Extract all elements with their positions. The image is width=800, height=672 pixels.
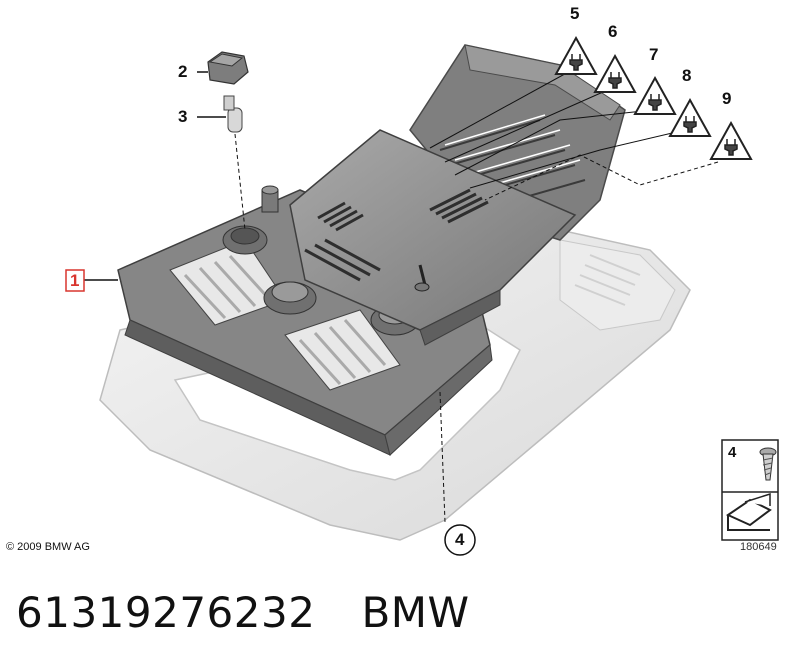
legend-number: 4 <box>728 444 737 461</box>
plug-warning-icon-5 <box>554 35 598 75</box>
callout-2: 2 <box>178 62 188 81</box>
control-module <box>289 129 577 346</box>
screw-icon <box>759 447 777 481</box>
callout-4: 4 <box>455 530 465 549</box>
callout-3: 3 <box>178 107 188 126</box>
callout-9: 9 <box>722 89 732 108</box>
legend-box <box>721 439 779 541</box>
callout-4-circle <box>444 524 476 556</box>
plug-warning-icon-7 <box>633 75 677 115</box>
leader-line-4 <box>439 391 446 523</box>
callout-1: 1 <box>70 271 80 290</box>
part-2-cap <box>197 51 249 85</box>
copyright-text: © 2009 BMW AG <box>6 541 90 553</box>
callout-8: 8 <box>682 66 692 85</box>
arrow-icon <box>725 492 772 531</box>
image-number: 180649 <box>740 541 777 553</box>
callout-1-box <box>65 269 85 292</box>
callout-7: 7 <box>649 45 659 64</box>
part-caption: 61319276232 BMW <box>16 588 470 637</box>
plug-warning-icon-6 <box>593 53 637 93</box>
part-number: 61319276232 <box>16 588 316 637</box>
plug-warning-icon-8 <box>668 97 712 137</box>
plug-warning-icon-9 <box>709 120 753 160</box>
part-3-bulb <box>197 95 246 231</box>
callout-5: 5 <box>570 4 580 23</box>
leader-lines-plugs <box>429 69 719 201</box>
callout-6: 6 <box>608 22 618 41</box>
brand-name: BMW <box>361 588 470 637</box>
